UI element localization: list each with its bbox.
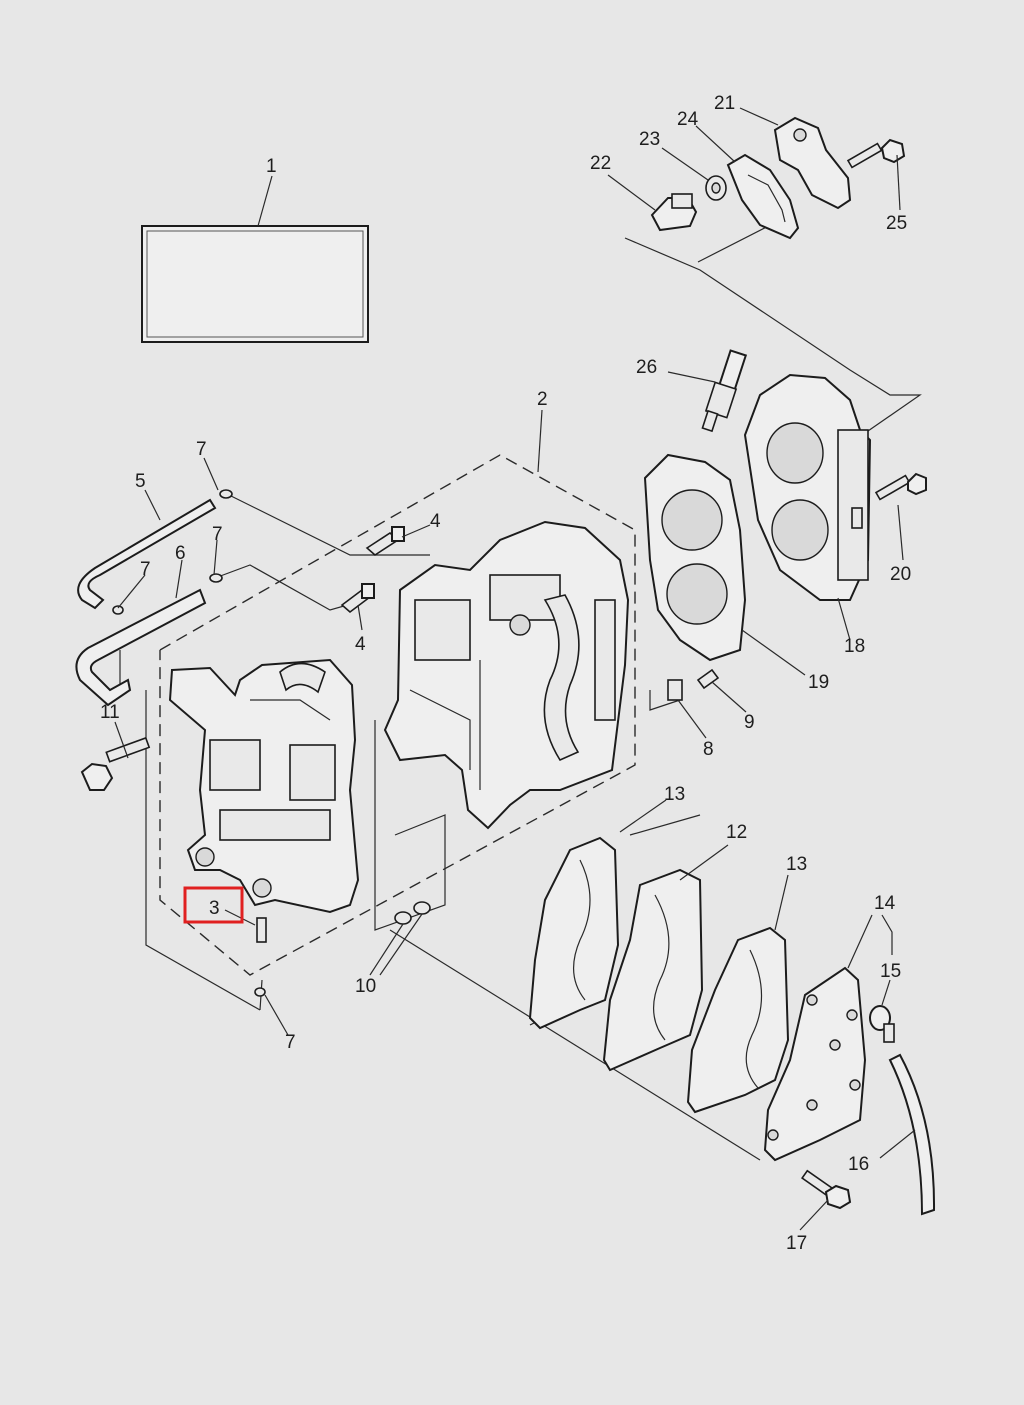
callout-22: 22 xyxy=(590,153,611,174)
part-6-hose xyxy=(75,588,207,707)
part-21-thermo-cover xyxy=(773,116,852,210)
part-20-bolt xyxy=(874,472,927,501)
callout-14: 14 xyxy=(874,893,896,914)
part-5-hose xyxy=(77,498,217,610)
part-9-screw xyxy=(696,668,720,690)
callout-12: 12 xyxy=(726,822,747,843)
callout-7a: 7 xyxy=(196,439,207,460)
part-4-bolts xyxy=(340,526,405,614)
callout-11: 11 xyxy=(100,702,120,723)
part-14-outer-cover xyxy=(763,966,867,1162)
callout-18: 18 xyxy=(844,636,865,657)
callout-3: 3 xyxy=(209,898,220,919)
callout-9: 9 xyxy=(744,712,755,733)
callout-8: 8 xyxy=(703,739,714,760)
callout-20: 20 xyxy=(890,564,911,585)
highlight-box-callout-3 xyxy=(183,886,244,924)
part-12-exhaust-cover xyxy=(602,868,704,1072)
part-24-gasket xyxy=(726,153,800,240)
part-11-bolt xyxy=(80,736,151,791)
part-18-cylinder-head xyxy=(743,373,872,601)
callout-25: 25 xyxy=(886,213,907,234)
part-7-clips xyxy=(112,489,266,997)
callout-2: 2 xyxy=(537,389,548,410)
part-15-fitting xyxy=(869,1005,895,1043)
callout-17: 17 xyxy=(786,1233,807,1254)
callout-7d: 7 xyxy=(285,1032,296,1053)
callout-7c: 7 xyxy=(140,559,151,580)
callout-4a: 4 xyxy=(430,511,441,532)
part-17-bolt xyxy=(801,1169,852,1210)
part-22-thermo-sender xyxy=(650,193,698,232)
part-2-cylinder-block xyxy=(383,520,630,830)
callout-16: 16 xyxy=(848,1154,869,1175)
assembly-2-boundary xyxy=(159,454,636,976)
callout-1: 1 xyxy=(266,156,277,177)
callout-13b: 13 xyxy=(786,854,807,875)
part-3-crankcase-half xyxy=(168,658,360,914)
callout-15: 15 xyxy=(880,961,901,982)
part-25-bolt xyxy=(846,138,906,169)
callout-labels: 1 2 3 4 4 5 6 7 7 7 7 8 9 10 11 12 13 13… xyxy=(100,93,911,1254)
callout-21: 21 xyxy=(714,93,735,114)
callout-19: 19 xyxy=(808,672,829,693)
part-10-grommets xyxy=(394,901,431,925)
part-19-head-gasket xyxy=(643,453,747,662)
callout-5: 5 xyxy=(135,471,146,492)
callout-4b: 4 xyxy=(355,634,366,655)
callout-7b: 7 xyxy=(212,524,223,545)
part-3-dowel-pin xyxy=(256,917,267,943)
callout-26: 26 xyxy=(636,357,657,378)
callout-23: 23 xyxy=(639,129,660,150)
callout-6: 6 xyxy=(175,543,186,564)
part-16-hose xyxy=(888,1053,936,1216)
callout-24: 24 xyxy=(677,109,699,130)
part-13-exhaust-gasket-inner xyxy=(528,836,620,1030)
leader-lines xyxy=(119,214,922,1161)
part-23-washer xyxy=(705,175,727,201)
part-13-exhaust-gasket-outer xyxy=(686,926,790,1114)
callout-13a: 13 xyxy=(664,784,685,805)
part-8-clip xyxy=(667,679,683,701)
callout-leaders xyxy=(114,107,916,1231)
part-1-label-plate xyxy=(141,225,369,343)
callout-10: 10 xyxy=(355,976,376,997)
part-26-spark-plug xyxy=(701,349,748,433)
